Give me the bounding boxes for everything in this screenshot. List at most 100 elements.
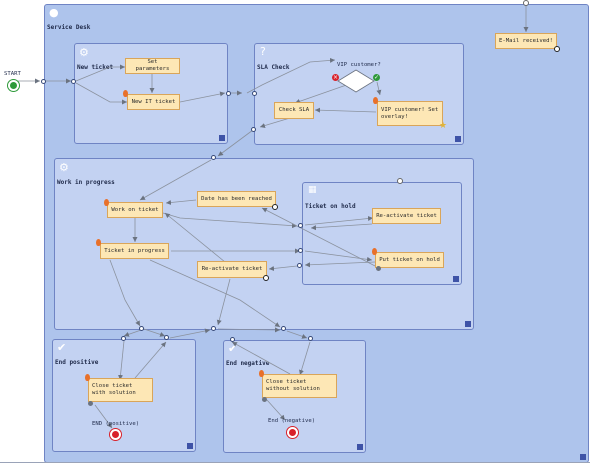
lane-corner-marker[interactable] — [580, 454, 586, 460]
task-ticket-in-progress[interactable]: Ticket in progress — [100, 243, 169, 259]
flow-overlay-to-check-sla — [314, 107, 377, 113]
connector-node[interactable] — [211, 326, 216, 331]
lane-title-service-desk: Service Desk — [47, 24, 91, 31]
timer-icon — [263, 275, 269, 281]
end-positive-label: END (positive) — [92, 421, 140, 427]
flow-node-to-reactivate-wip — [268, 265, 298, 271]
flow-reactivate-to-node — [216, 278, 231, 326]
flow-node-to-reactivate-hold — [304, 216, 374, 226]
connector-node[interactable] — [71, 79, 76, 84]
flow-to-date-reached — [261, 207, 380, 269]
connector-node[interactable] — [211, 155, 216, 160]
end-event-positive[interactable] — [110, 429, 121, 440]
start-event-label: START — [4, 71, 21, 77]
task-new-it-ticket[interactable]: New IT ticket — [127, 94, 180, 110]
message-icon — [523, 0, 529, 6]
flow-put-on-hold-back — [304, 261, 376, 268]
connector-node[interactable] — [281, 326, 286, 331]
connector-node[interactable] — [298, 223, 303, 228]
task-set-parameters[interactable]: Set parameters — [125, 58, 180, 74]
checkmark-dotted-icon: ✔ — [228, 342, 238, 355]
timer-icon — [397, 178, 403, 184]
flow-join-to-negative — [217, 327, 281, 333]
flow-to-vip-gateway — [246, 57, 336, 94]
vip-gateway-diamond — [337, 69, 375, 93]
gear-small-icon — [88, 401, 93, 406]
checkmark-icon: ✔ — [57, 341, 67, 354]
connector-node[interactable] — [164, 335, 169, 340]
task-check-sla[interactable]: Check SLA — [274, 102, 314, 119]
flame-icon — [123, 90, 128, 97]
connector-node[interactable] — [139, 326, 144, 331]
flow-gateway-to-vip-overlay — [376, 81, 382, 96]
end-event-negative[interactable] — [287, 427, 298, 438]
task-reactivate-ticket-hold[interactable]: Re-activate ticket — [372, 208, 441, 224]
flame-icon — [96, 239, 101, 246]
timer-icon — [272, 204, 278, 210]
lane-corner-marker[interactable] — [357, 444, 363, 450]
task-email-received[interactable]: E-Mail received! — [495, 33, 557, 49]
flow-to-close-with-solution — [118, 340, 125, 381]
lane-corner-marker[interactable] — [455, 136, 461, 142]
flame-icon — [104, 199, 109, 206]
connector-node[interactable] — [251, 127, 256, 132]
task-vip-customer-overlay[interactable]: VIP customer! Set overlay! — [377, 101, 443, 126]
flow-check-sla-to-node — [259, 117, 291, 128]
task-work-on-ticket[interactable]: Work on ticket — [107, 202, 163, 218]
task-close-without-solution[interactable]: Close ticket without solution — [262, 374, 337, 398]
flame-icon — [259, 370, 264, 377]
flow-reactivate-to-work — [164, 212, 226, 263]
flow-close-negative-loop — [231, 341, 291, 375]
flow-progress-to-node-bottom — [109, 259, 141, 327]
flow-to-end-positive — [94, 404, 113, 429]
flow-progress-to-negative-node — [149, 259, 281, 328]
lane-corner-marker[interactable] — [453, 276, 459, 282]
question-icon: ? — [260, 45, 266, 58]
bottom-divider — [0, 462, 590, 463]
lane-title-ticket-on-hold: Ticket on hold — [305, 203, 356, 210]
accept-icon: ✓ — [373, 74, 380, 81]
gears-icon: ⚙ — [59, 161, 69, 174]
lane-title-end-positive: End positive — [55, 359, 99, 366]
connector-node[interactable] — [252, 91, 257, 96]
task-close-with-solution[interactable]: Close ticket with solution — [88, 378, 153, 402]
flow-close-positive-loop — [134, 341, 167, 379]
lane-corner-marker[interactable] — [187, 443, 193, 449]
connector-node[interactable] — [121, 336, 126, 341]
connector-node[interactable] — [297, 263, 302, 268]
gateway-label-vip-customer: VIP customer? — [337, 62, 381, 68]
flow-it-to-node — [179, 91, 226, 103]
connector-node[interactable] — [298, 248, 303, 253]
task-reactivate-ticket-wip[interactable]: Re-activate ticket — [197, 261, 267, 278]
connector-node[interactable] — [308, 336, 313, 341]
flow-date-to-work — [165, 199, 197, 205]
lane-title-work-in-progress: Work in progress — [57, 179, 115, 186]
connector-node[interactable] — [41, 79, 46, 84]
task-date-reached[interactable]: Date has been reached — [197, 191, 276, 207]
lane-corner-marker[interactable] — [465, 321, 471, 327]
gear-small-icon — [262, 397, 267, 402]
flow-to-set-parameters — [75, 64, 125, 82]
lane-title-end-negative: End negative — [226, 360, 270, 367]
flow-reactivate-hold-back — [310, 223, 373, 231]
lane-corner-marker[interactable] — [219, 135, 225, 141]
connector-node[interactable] — [226, 91, 231, 96]
lane-title-sla-check: SLA Check — [257, 64, 290, 71]
flow-positive-node-join — [169, 328, 211, 339]
end-negative-label: End (negative) — [268, 418, 316, 424]
reject-icon: × — [332, 74, 339, 81]
flow-to-close-without-solution — [299, 341, 311, 376]
flow-work-to-hold-node — [162, 212, 298, 229]
flow-to-work-on-ticket — [139, 159, 212, 201]
message-icon — [554, 46, 560, 52]
lane-sla-check[interactable]: ? SLA Check — [254, 43, 464, 145]
flow-to-end-negative — [266, 399, 286, 421]
start-event[interactable] — [8, 80, 19, 91]
flame-icon — [85, 374, 90, 381]
connector-node[interactable] — [230, 337, 235, 342]
gear-small-icon — [376, 266, 381, 271]
lane-title-new-ticket: New ticket — [77, 64, 114, 71]
task-put-ticket-on-hold[interactable]: Put ticket on hold — [375, 252, 444, 268]
flow-node-to-negative — [286, 330, 308, 339]
